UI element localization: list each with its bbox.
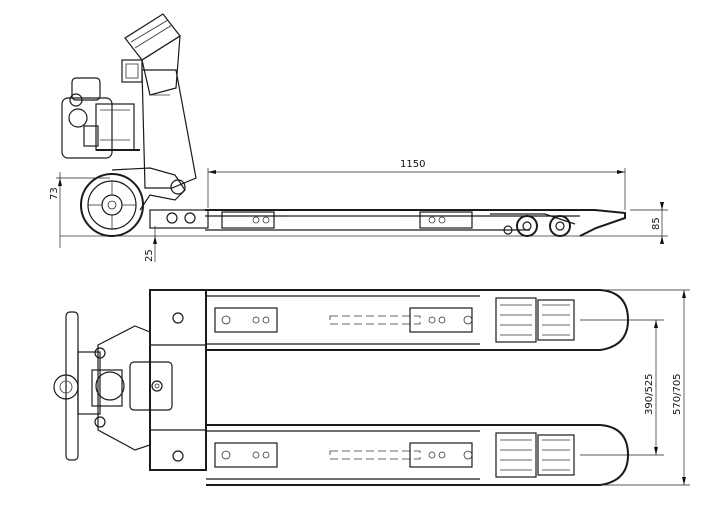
fork-arm <box>111 167 209 229</box>
dimension-fork-height: 85 <box>630 202 668 244</box>
handle-grip <box>124 13 181 96</box>
fork-side <box>205 209 626 237</box>
dimension-fork-height-label: 85 <box>651 217 662 230</box>
dimension-height-a-label: 73 <box>49 187 60 200</box>
dimension-outer-width: 570/705 <box>600 289 690 486</box>
steering-wheel <box>80 173 144 237</box>
dimension-outer-width-label: 570/705 <box>672 373 683 415</box>
chassis-frame <box>149 289 207 471</box>
dimension-height-a: 73 <box>49 172 110 248</box>
scale-indicator-body <box>61 77 140 159</box>
fork-upper <box>206 289 630 351</box>
dimension-length-label: 1150 <box>400 159 425 170</box>
top-view: 390/525 570/705 <box>53 289 690 486</box>
dimension-inner-width-label: 390/525 <box>644 373 655 415</box>
load-rollers <box>490 213 576 237</box>
dimension-height-b-label: 25 <box>144 249 155 262</box>
dimension-height-b: 25 <box>144 226 157 262</box>
dimension-length: 1150 <box>207 159 626 210</box>
fork-lower <box>206 424 630 486</box>
side-view: 1150 73 25 85 <box>49 13 668 262</box>
handle-bar-top <box>53 311 101 461</box>
dimension-inner-width: 390/525 <box>580 319 664 456</box>
